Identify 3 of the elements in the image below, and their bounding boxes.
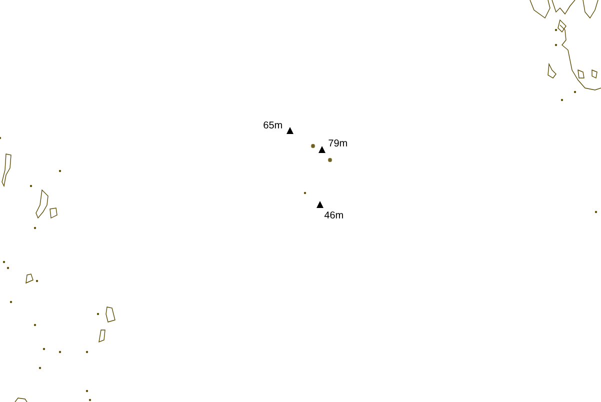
elevation-label: 79m — [328, 139, 347, 147]
elevation-label: 46m — [324, 211, 343, 219]
elevation-label: 65m — [264, 121, 282, 129]
